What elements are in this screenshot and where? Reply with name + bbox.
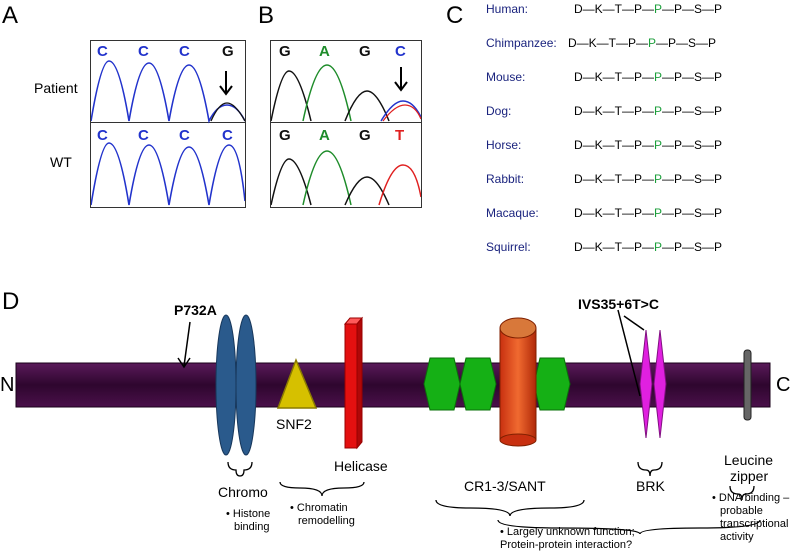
- panel-letter-d: D: [2, 288, 20, 315]
- species-label: Squirrel:: [486, 240, 531, 254]
- base: C: [138, 127, 149, 144]
- species-label: Horse:: [486, 138, 522, 152]
- trace-b: [271, 64, 421, 206]
- base: C: [179, 43, 190, 60]
- mutation-p732a-label: P732A: [174, 302, 217, 318]
- p732a-arrow: [177, 321, 191, 369]
- snf2-helicase-bracket: [279, 481, 365, 497]
- helicase-label: Helicase: [334, 458, 388, 474]
- base: C: [395, 43, 406, 60]
- zipper-label: zipper: [730, 468, 769, 484]
- unknown-function-bracket: [497, 519, 761, 535]
- cr-sant-label: CR1-3/SANT: [464, 478, 546, 494]
- chromo-bracket: [227, 461, 253, 477]
- ivs35-arrow: [617, 309, 645, 397]
- base: C: [97, 43, 108, 60]
- base: G: [359, 43, 371, 60]
- motif-sequence: D—K—T—P—P—P—S—P: [574, 172, 723, 186]
- snf2-label: SNF2: [276, 416, 312, 432]
- brk-label: BRK: [636, 478, 665, 494]
- motif-sequence: D—K—T—P—P—P—S—P: [574, 138, 723, 152]
- chromo-domain: [215, 314, 257, 456]
- snf2-domain: [276, 357, 318, 409]
- leucine-label: Leucine: [724, 452, 774, 468]
- motif-sequence: D—K—T—P—P—P—S—P: [574, 240, 723, 254]
- chromatogram-a: C C C G C C C C: [90, 40, 246, 208]
- base: G: [279, 43, 291, 60]
- mutation-ivs35-label: IVS35+6T>C: [578, 296, 659, 312]
- leucine-zipper-domain: [743, 349, 752, 421]
- species-label: Human:: [486, 2, 529, 16]
- n-terminus-label: N: [0, 374, 15, 396]
- panel-letter-b: B: [258, 2, 275, 29]
- base: C: [179, 127, 190, 144]
- base: T: [395, 127, 405, 144]
- species-label: Rabbit:: [486, 172, 525, 186]
- motif-sequence: D—K—T—P—P—P—S—P: [574, 104, 723, 118]
- chromatogram-b: G A G C G A G T: [270, 40, 422, 208]
- species-label: Chimpanzee:: [486, 36, 557, 50]
- cr-sant-domain: [423, 317, 571, 447]
- c-terminus-label: C: [776, 374, 791, 396]
- wt-label: WT: [50, 154, 72, 170]
- helicase-domain: [343, 316, 364, 450]
- base: C: [138, 43, 149, 60]
- patient-label: Patient: [34, 80, 78, 96]
- base: G: [279, 127, 291, 144]
- unknown-function-note: • Largely unknown function;Protein-prote…: [500, 526, 635, 551]
- cr-sant-bracket: [435, 499, 585, 517]
- trace-a: [91, 60, 245, 206]
- base: A: [319, 127, 330, 144]
- base: G: [222, 43, 234, 60]
- base: C: [222, 127, 233, 144]
- species-label: Dog:: [486, 104, 512, 118]
- base: C: [97, 127, 108, 144]
- leucine-bracket: [729, 485, 755, 501]
- base: A: [319, 43, 330, 60]
- chromo-label: Chromo: [218, 484, 268, 500]
- motif-sequence: D—K—T—P—P—P—S—P: [574, 206, 723, 220]
- species-label: Mouse:: [486, 70, 526, 84]
- motif-sequence: D—K—T—P—P—P—S—P: [574, 2, 723, 16]
- brk-domain: [639, 329, 667, 439]
- panel-letter-a: A: [2, 2, 19, 29]
- brk-bracket: [637, 461, 663, 477]
- motif-sequence: D—K—T—P—P—P—S—P: [574, 70, 723, 84]
- species-label: Macaque:: [486, 206, 539, 220]
- base: G: [359, 127, 371, 144]
- panel-letter-c: C: [446, 2, 464, 29]
- motif-sequence: D—K—T—P—P—P—S—P: [568, 36, 717, 50]
